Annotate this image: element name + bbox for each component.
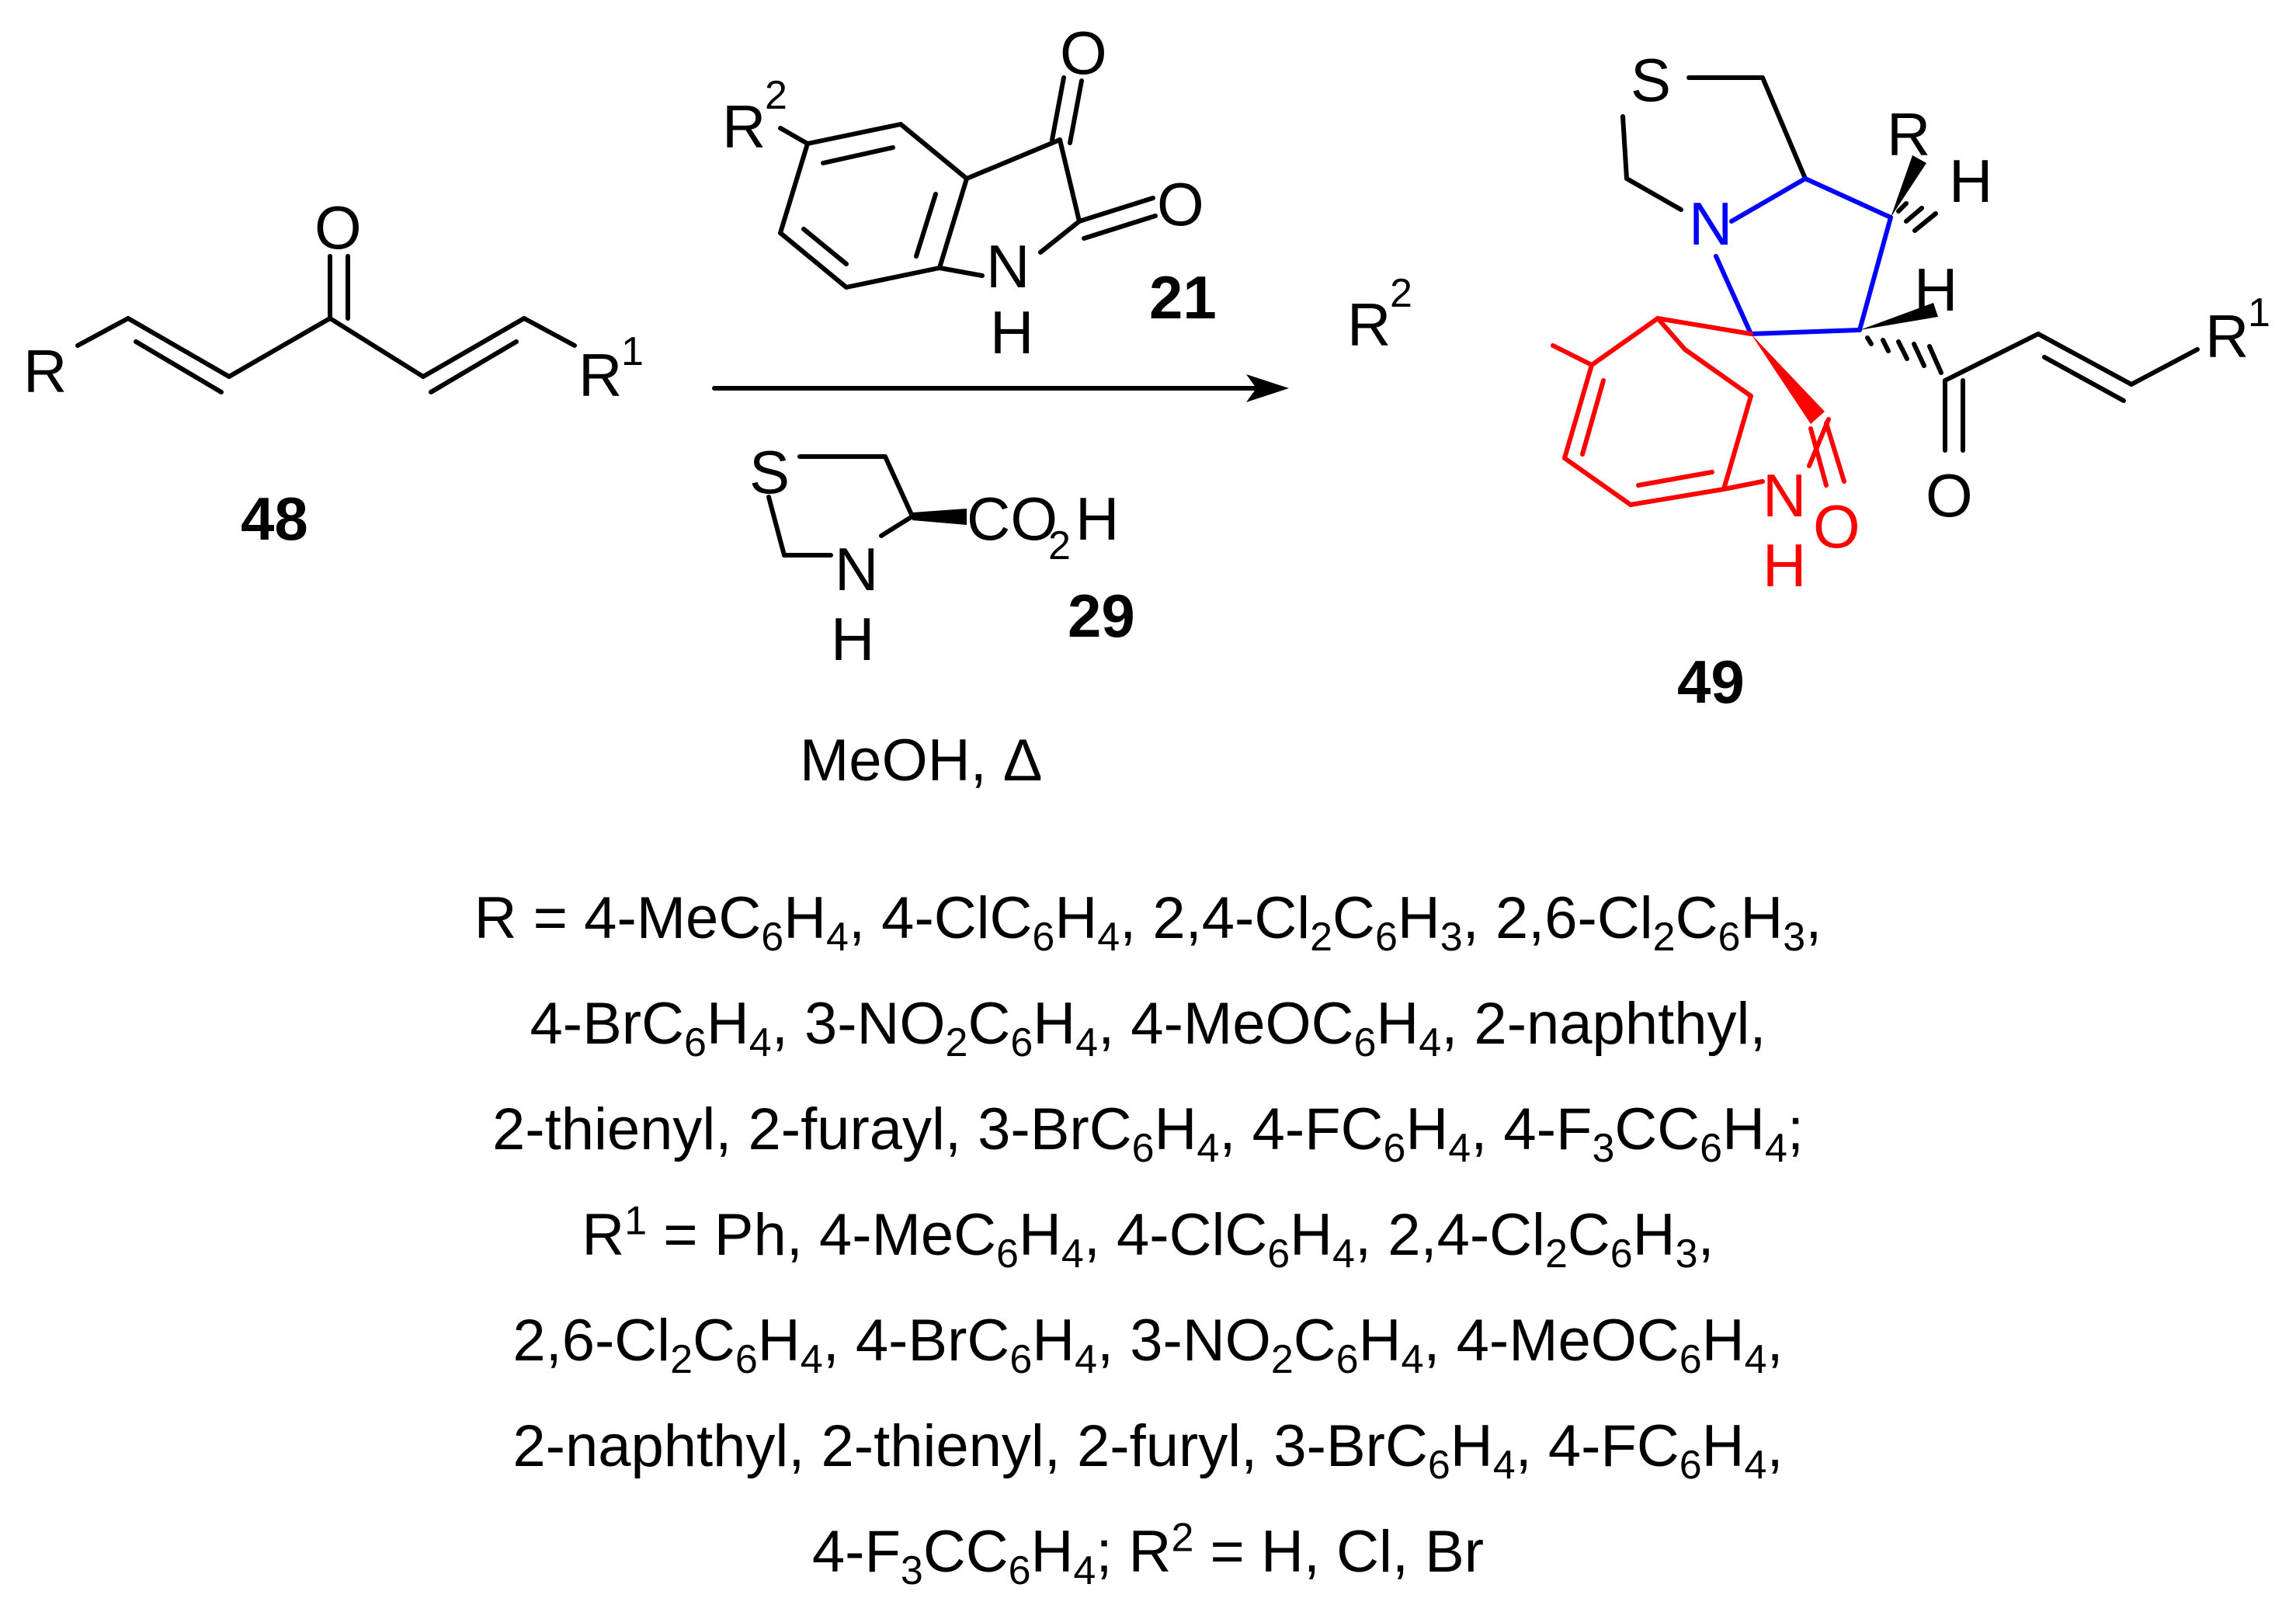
atom-R2: R	[722, 92, 766, 161]
substituent-legend: R = 4-MeC6H4, 4-ClC6H4, 2,4-Cl2C6H3, 2,6…	[0, 866, 2296, 1605]
atom-N: N	[1763, 461, 1806, 530]
compound-label-29: 29	[1068, 582, 1135, 650]
atom-S: S	[749, 438, 790, 506]
compound-48-structure: R O R 1 48	[23, 193, 644, 553]
atom-O: O	[1060, 19, 1107, 87]
atom-CO2H-subscript: 2	[1048, 523, 1071, 568]
compound-label-48: 48	[241, 485, 308, 553]
legend-line: R = 4-MeC6H4, 4-ClC6H4, 2,4-Cl2C6H3, 2,6…	[474, 885, 1822, 961]
legend-line: 2-naphthyl, 2-thienyl, 2-furyl, 3-BrC6H4…	[512, 1413, 1784, 1489]
atom-N: N	[986, 232, 1030, 301]
atom-R: R	[1887, 100, 1930, 168]
atom-O: O	[314, 193, 362, 262]
atom-H: H	[1914, 255, 1957, 324]
atom-O: O	[1813, 492, 1860, 561]
reaction-arrow	[712, 374, 1289, 402]
atom-H: H	[1949, 147, 1992, 215]
compound-21-structure: R 2 O O N H 21	[722, 19, 1217, 367]
compound-label-21: 21	[1149, 263, 1217, 332]
compound-label-49: 49	[1677, 648, 1745, 716]
atom-N: N	[835, 535, 878, 603]
atom-CO: CO	[967, 485, 1058, 553]
atom-H: H	[990, 298, 1033, 367]
atom-R1: R	[578, 341, 622, 409]
legend-line: 4-F3CC6H4; R2 = H, Cl, Br	[811, 1515, 1485, 1594]
legend-line: 4-BrC6H4, 3-NO2C6H4, 4-MeOC6H4, 2-naphth…	[530, 991, 1766, 1066]
compound-49-structure: S N R H H R 2 R 1 O N H O 49	[1347, 46, 2270, 716]
atom-R2: R	[1347, 290, 1391, 359]
reaction-conditions: MeOH, Δ	[800, 728, 1043, 794]
compound-29-structure: S N H CO 2 H 29 MeOH, Δ	[749, 438, 1135, 794]
atom-H: H	[831, 605, 874, 673]
atom-O: O	[1926, 461, 1973, 530]
atom-R1: R	[2205, 302, 2249, 370]
legend-line: 2-thienyl, 2-furayl, 3-BrC6H4, 4-FC6H4, …	[492, 1096, 1804, 1172]
legend-line: 2,6-Cl2C6H4, 4-BrC6H4, 3-NO2C6H4, 4-MeOC…	[512, 1308, 1784, 1383]
atom-H: H	[1763, 531, 1806, 599]
atom-H: H	[1075, 485, 1119, 553]
legend-line: R1 = Ph, 4-MeC6H4, 4-ClC6H4, 2,4-Cl2C6H3…	[582, 1198, 1714, 1277]
atom-R1-superscript: 1	[2248, 290, 2270, 335]
atom-R2-superscript: 2	[1390, 271, 1412, 316]
atom-O: O	[1157, 170, 1204, 238]
atom-R: R	[23, 337, 67, 405]
atom-R1-superscript: 1	[621, 329, 644, 374]
atom-N: N	[1689, 189, 1732, 258]
reaction-scheme: R O R 1 48 R 2 O O N H 21	[23, 19, 2270, 794]
atom-R2-superscript: 2	[765, 73, 787, 118]
atom-S: S	[1631, 46, 1671, 114]
